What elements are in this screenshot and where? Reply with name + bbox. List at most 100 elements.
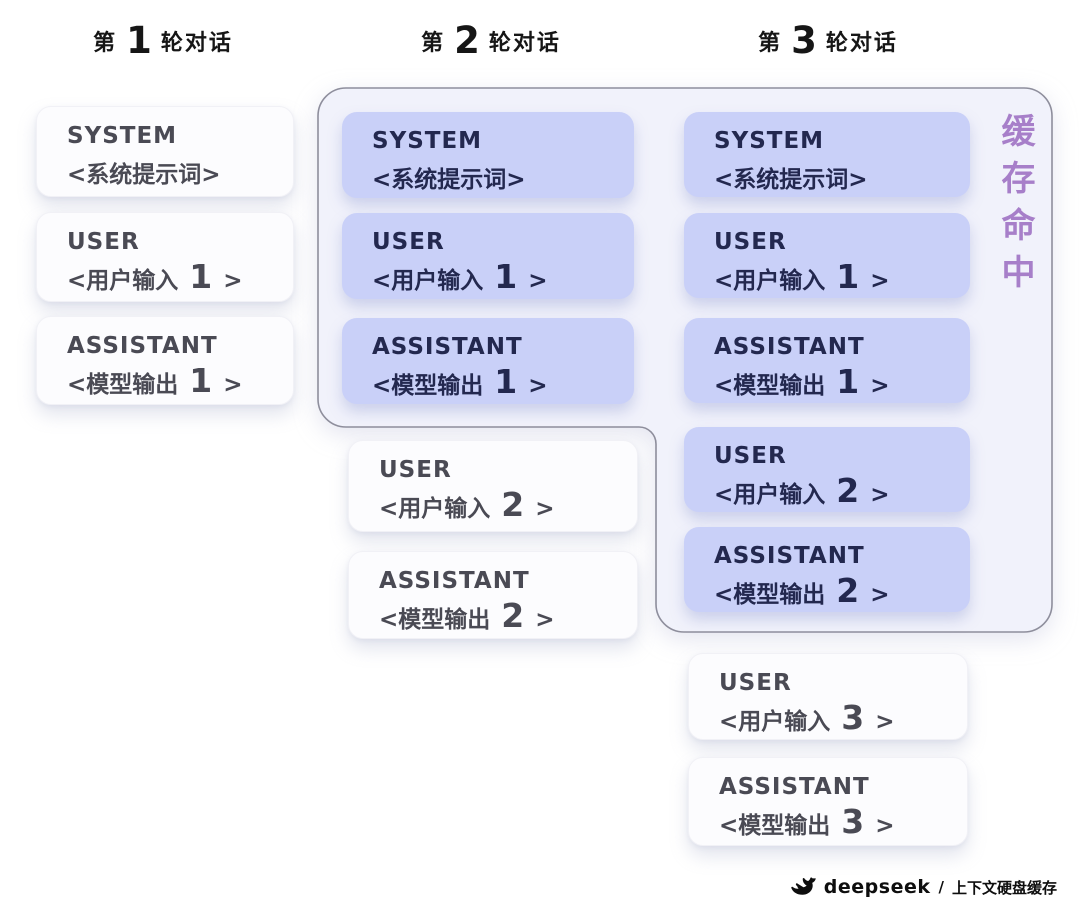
card-value-text: <用户输入 <box>714 482 834 508</box>
card-r2-assistant-2: ASSISTANT <模型输出 2 > <box>348 551 638 639</box>
card-role: ASSISTANT <box>719 774 870 800</box>
card-role: USER <box>372 229 445 255</box>
card-r3-system-cached: SYSTEM <系统提示词> <box>684 112 970 197</box>
card-value-text: <模型输出 <box>719 813 839 839</box>
card-value: <系统提示词> <box>714 158 960 198</box>
card-role: USER <box>379 457 452 483</box>
card-value: <系统提示词> <box>372 158 624 198</box>
card-value-text: <系统提示词> <box>714 167 868 193</box>
footer-brand: deepseek / 上下文硬盘缓存 <box>790 876 1057 898</box>
card-value: <模型输出 1 > <box>714 364 960 404</box>
card-value: <用户输入 2 > <box>714 473 960 513</box>
card-role: USER <box>714 229 787 255</box>
card-r3-assistant-2-cached: ASSISTANT <模型输出 2 > <box>684 527 970 612</box>
card-r1-system: SYSTEM <系统提示词> <box>36 106 294 197</box>
card-value-text: <用户输入 <box>372 268 492 294</box>
card-value-text: > <box>862 373 890 399</box>
card-value: <模型输出 2 > <box>379 598 627 638</box>
card-value: <模型输出 1 > <box>372 364 624 404</box>
cache-hit-label: 缓存命中 <box>995 113 1035 301</box>
card-value-text: <模型输出 <box>372 373 492 399</box>
header-text: 轮对话 <box>825 30 898 56</box>
card-role: SYSTEM <box>372 128 483 154</box>
card-r1-assistant-1: ASSISTANT <模型输出 1 > <box>36 316 294 405</box>
card-value: <用户输入 3 > <box>719 700 957 740</box>
header-text: 第 <box>758 30 783 56</box>
header-number: 2 <box>454 19 480 62</box>
card-r2-user-2: USER <用户输入 2 > <box>348 440 638 532</box>
card-value-number: 1 <box>836 362 860 401</box>
card-value-number: 1 <box>494 257 518 296</box>
card-value-number <box>221 151 227 190</box>
card-value-number: 3 <box>841 698 865 737</box>
card-value-number: 2 <box>836 571 860 610</box>
card-role: USER <box>67 229 140 255</box>
card-value-number <box>526 156 532 195</box>
card-r1-user-1: USER <用户输入 1 > <box>36 212 294 302</box>
card-value-text: <用户输入 <box>67 268 187 294</box>
card-value-text: <系统提示词> <box>67 162 221 188</box>
card-value-text: > <box>215 268 243 294</box>
card-value-number: 2 <box>501 485 525 524</box>
header-text: 第 <box>421 30 446 56</box>
card-value: <模型输出 3 > <box>719 804 957 844</box>
card-value: <模型输出 1 > <box>67 363 283 403</box>
card-r2-system-cached: SYSTEM <系统提示词> <box>342 112 634 198</box>
card-value-number: 2 <box>836 471 860 510</box>
header-number: 3 <box>791 19 817 62</box>
card-role: USER <box>714 443 787 469</box>
footer-separator: / <box>938 878 944 896</box>
card-value: <用户输入 1 > <box>372 259 624 299</box>
card-r3-user-2-cached: USER <用户输入 2 > <box>684 427 970 512</box>
card-value-text: > <box>862 482 890 508</box>
card-value: <用户输入 2 > <box>379 487 627 527</box>
card-value-text: <模型输出 <box>379 607 499 633</box>
card-role: ASSISTANT <box>714 543 865 569</box>
card-value-text: > <box>527 496 555 522</box>
card-value: <系统提示词> <box>67 153 283 193</box>
header-number: 1 <box>126 19 152 62</box>
card-value-text: > <box>862 268 890 294</box>
card-role: SYSTEM <box>714 128 825 154</box>
card-value: <用户输入 1 > <box>67 259 283 299</box>
card-value-number: 1 <box>836 257 860 296</box>
card-role: ASSISTANT <box>379 568 530 594</box>
card-value-text: > <box>520 268 548 294</box>
deepseek-whale-icon <box>791 876 816 895</box>
card-r3-assistant-3: ASSISTANT <模型输出 3 > <box>688 757 968 846</box>
card-value-text: <用户输入 <box>379 496 499 522</box>
card-role: SYSTEM <box>67 123 178 149</box>
card-value-text: > <box>520 373 548 399</box>
card-r3-assistant-1-cached: ASSISTANT <模型输出 1 > <box>684 318 970 403</box>
card-value-text: <模型输出 <box>67 372 187 398</box>
card-role: ASSISTANT <box>714 334 865 360</box>
card-value-text: <模型输出 <box>714 373 834 399</box>
card-value-text: <模型输出 <box>714 582 834 608</box>
header-text: 轮对话 <box>488 30 561 56</box>
card-value-number: 1 <box>494 362 518 401</box>
card-value-text: > <box>527 607 555 633</box>
card-value-number: 3 <box>841 802 865 841</box>
header-text: 轮对话 <box>160 30 233 56</box>
card-value-text: > <box>862 582 890 608</box>
card-value: <模型输出 2 > <box>714 573 960 613</box>
card-value-number: 1 <box>189 257 213 296</box>
card-value-text: > <box>867 813 895 839</box>
card-value-number <box>868 156 874 195</box>
card-r3-user-1-cached: USER <用户输入 1 > <box>684 213 970 298</box>
card-value-text: > <box>215 372 243 398</box>
card-role: ASSISTANT <box>67 333 218 359</box>
card-role: USER <box>719 670 792 696</box>
card-value-text: <用户输入 <box>714 268 834 294</box>
card-value: <用户输入 1 > <box>714 259 960 299</box>
card-value-text: <用户输入 <box>719 709 839 735</box>
footer-subtitle: 上下文硬盘缓存 <box>951 878 1057 897</box>
card-value-text: > <box>867 709 895 735</box>
card-r3-user-3: USER <用户输入 3 > <box>688 653 968 740</box>
card-r2-assistant-1-cached: ASSISTANT <模型输出 1 > <box>342 318 634 404</box>
header-text: 第 <box>93 30 118 56</box>
card-value-text: <系统提示词> <box>372 167 526 193</box>
